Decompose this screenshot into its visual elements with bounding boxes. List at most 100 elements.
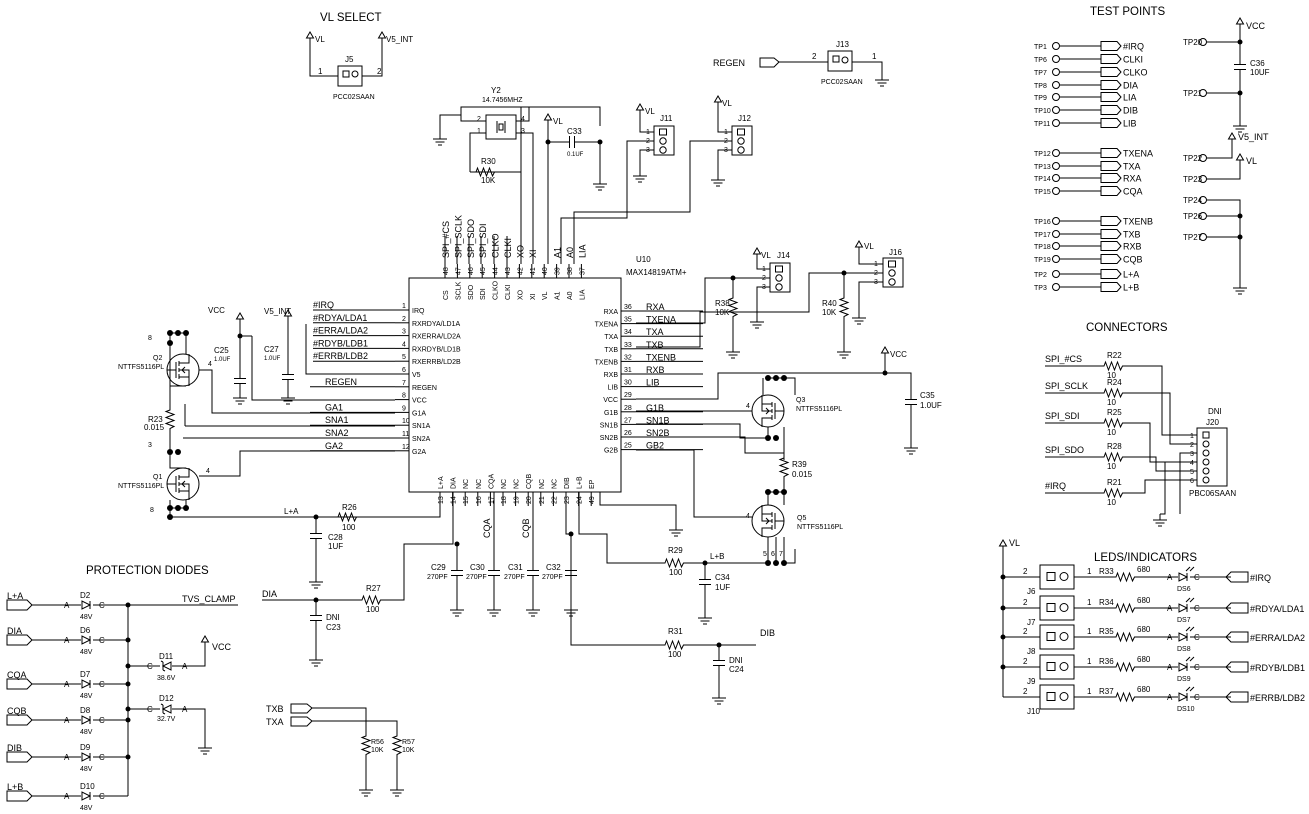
j12-vl-label: VL [722, 99, 732, 108]
c27-ref: C27 [264, 345, 279, 354]
j16-ref: J16 [889, 248, 902, 257]
connector-res-ref: R28 [1107, 442, 1122, 451]
diode-pin-c: C [99, 601, 105, 610]
led-res-value: 680 [1137, 655, 1151, 664]
ic-pin-number: 15 [463, 496, 470, 504]
ic-pin-name: G2B [604, 448, 618, 455]
ic-net-label: #ERRB/LDB2 [313, 351, 368, 361]
r39-shunt: R39 0.015 [765, 451, 813, 495]
ic-net-label: A0 [565, 247, 575, 258]
y2-ref: Y2 [491, 86, 501, 95]
j13-ref: J13 [836, 40, 849, 49]
tp27-label: TP27 [1183, 233, 1203, 242]
c33-capacitor [561, 135, 583, 149]
r26-value: 100 [342, 523, 356, 532]
test-point-id: TP14 [1034, 176, 1051, 183]
ic-pin-name: CLKO [493, 280, 500, 300]
r56-value: 10K [371, 747, 384, 754]
ic-pin-number: 27 [624, 417, 632, 424]
vl-select-title: VL SELECT [320, 12, 382, 24]
ic-pin-number: 41 [530, 267, 537, 275]
bottom-caps: C29 270PF C30 270PF CQA C31 270PF CQB C3… [427, 492, 684, 617]
c29-ref: C29 [431, 563, 446, 572]
ic-pin-name: RXRDYA/LD1A [412, 321, 460, 328]
d12-value: 32.7V [157, 716, 176, 723]
jumper-ref: J9 [1027, 677, 1036, 686]
test-point-id: TP6 [1034, 57, 1047, 64]
j16-header [882, 257, 904, 288]
r23-shunt: R23 0.015 [144, 386, 395, 455]
j11-j12-group: J11 1 2 3 VL J12 1 2 3 VL [560, 95, 753, 264]
test-point-net: DIB [1123, 106, 1138, 116]
jumper-pin2: 2 [1023, 687, 1028, 696]
c27-capacitor [281, 366, 295, 388]
test-point-id: TP8 [1034, 83, 1047, 90]
led-pin-c: C [1194, 604, 1200, 613]
vcc-left-label: VCC [208, 306, 225, 315]
vl-power-arrow [306, 31, 314, 47]
r38-ref: R38 [715, 299, 730, 308]
ic-net-label: LIB [646, 378, 660, 388]
ic-pin-name: SN2B [600, 435, 619, 442]
ic-net-label: LIA [577, 244, 587, 258]
led-ds-ref: DS6 [1177, 586, 1191, 593]
j20-connector [1196, 427, 1228, 487]
diode-value: 48V [80, 805, 93, 812]
leds-vl-label: VL [1009, 538, 1020, 548]
jumper-pin2: 2 [1023, 657, 1028, 666]
r29-resistor [658, 558, 692, 568]
connectors-title: CONNECTORS [1086, 322, 1168, 334]
diode-value: 48V [80, 614, 93, 621]
d11-zener [160, 660, 172, 672]
regen-net-label: REGEN [713, 58, 745, 68]
ic-pin-name: NC [463, 479, 470, 489]
diode-ref: D9 [80, 743, 91, 752]
jumper-pin1: 1 [1087, 598, 1092, 607]
connector-res-value: 10 [1107, 428, 1116, 437]
ic-pin-name: L+B [577, 476, 584, 489]
ic-pin-number: 17 [488, 496, 495, 504]
c36-ref: C36 [1250, 59, 1265, 68]
r29-ref: R29 [668, 546, 683, 555]
d11-pin-c: C [147, 662, 153, 671]
test-point-net: CLKO [1123, 68, 1148, 78]
leds-indicators-title: LEDS/INDICATORS [1094, 552, 1197, 564]
d11-value: 38.6V [157, 675, 176, 682]
q3-mosfet: Q3 NTTFS5116PL 4 [636, 370, 888, 460]
ic-pin-name: RXERRA/LD2A [412, 334, 461, 341]
c28-ref: C28 [328, 533, 343, 542]
test-point-net: LIA [1123, 93, 1137, 103]
c36-capacitor [1233, 56, 1247, 78]
test-point-net: CLKI [1123, 55, 1143, 65]
c35-capacitor [904, 391, 918, 413]
tp21-label: TP21 [1183, 89, 1203, 98]
ic-net-label: G1B [646, 403, 664, 413]
test-point-net: L+A [1123, 270, 1139, 280]
tvs-clamp-label: TVS_CLAMP [182, 594, 236, 604]
ic-pin-number: 31 [624, 367, 632, 374]
vcc-right-group: VCC C35 1.0UF [881, 346, 942, 455]
d11-vcc-label: VCC [212, 642, 232, 652]
u10-body [408, 277, 622, 493]
diode-pin-c: C [99, 680, 105, 689]
diode-pin-a: A [64, 716, 70, 725]
diode-pin-c: C [99, 716, 105, 725]
q3-value: NTTFS5116PL [796, 406, 842, 413]
ic-pin-name: TXA [604, 334, 618, 341]
led-net-label: #ERRA/LDA2 [1250, 633, 1305, 643]
txb-net-label: TXB [266, 704, 284, 714]
y2-crystal [485, 114, 517, 140]
ic-net-label: GB2 [646, 441, 664, 451]
connector-net-label: SPI_#CS [1045, 354, 1082, 364]
tp23-label: TP23 [1183, 175, 1203, 184]
led-res-value: 680 [1137, 565, 1151, 574]
c36-value: 10UF [1250, 68, 1270, 77]
ic-net-label: SPI_SCLK [453, 215, 463, 258]
ic-pin-number: 25 [624, 443, 632, 450]
ic-net-label: SN1B [646, 415, 670, 425]
u10-part: MAX14819ATM+ [626, 268, 687, 277]
